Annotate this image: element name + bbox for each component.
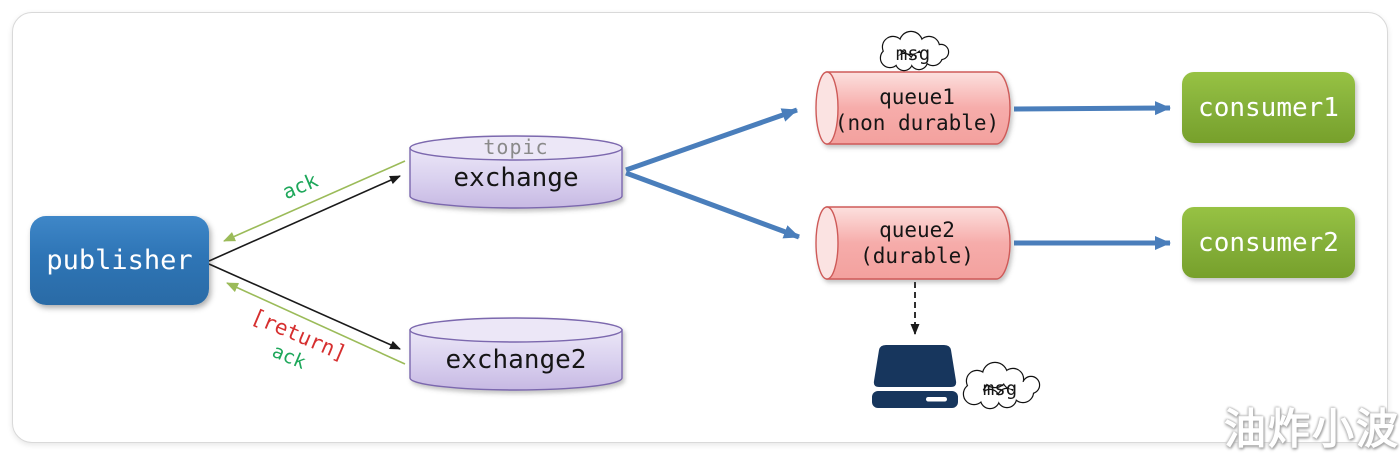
disk-icon — [872, 345, 958, 408]
queue2-label: queue2 — [879, 218, 955, 242]
watermark-text: 油炸小波 — [1223, 404, 1400, 454]
exchange-type-label: topic — [483, 135, 549, 159]
consumer1-node: consumer1 — [1182, 72, 1355, 143]
queue1-label: queue1 — [879, 85, 955, 109]
queue1-cylinder — [815, 71, 1011, 145]
consumer2-node: consumer2 — [1182, 207, 1355, 278]
exchange-label: exchange — [453, 163, 579, 193]
arrow-exchange-to-queue1 — [625, 107, 798, 173]
queue2-cylinder — [815, 206, 1011, 280]
arrow-publish-to-exchange2 — [208, 263, 401, 350]
arrow-ack-from-exchange — [223, 160, 406, 242]
queue1-durability-label: (non durable) — [834, 111, 1000, 135]
msg-cloud-2-label: msg — [982, 378, 1018, 400]
consumer1-label: consumer1 — [1198, 92, 1339, 123]
msg-cloud-icon-2 — [962, 361, 1041, 410]
diagram-card-frame — [12, 12, 1388, 443]
msg-cloud-icon-1 — [879, 30, 950, 72]
exchange2-label: exchange2 — [445, 345, 587, 375]
publisher-node: publisher — [30, 216, 209, 305]
arrow-exchange-to-queue2 — [625, 170, 800, 240]
arrow-queue1-to-consumer1 — [1013, 101, 1171, 116]
exchange2-cylinder — [409, 317, 623, 391]
consumer2-label: consumer2 — [1198, 227, 1339, 258]
msg-cloud-1-label: msg — [895, 43, 931, 65]
exchange-cylinder — [409, 135, 623, 209]
publisher-label: publisher — [46, 245, 193, 276]
arrow-ack-from-exchange2 — [226, 282, 406, 365]
arrow-publish-to-exchange — [208, 175, 401, 262]
queue2-durability-label: (durable) — [860, 244, 974, 268]
